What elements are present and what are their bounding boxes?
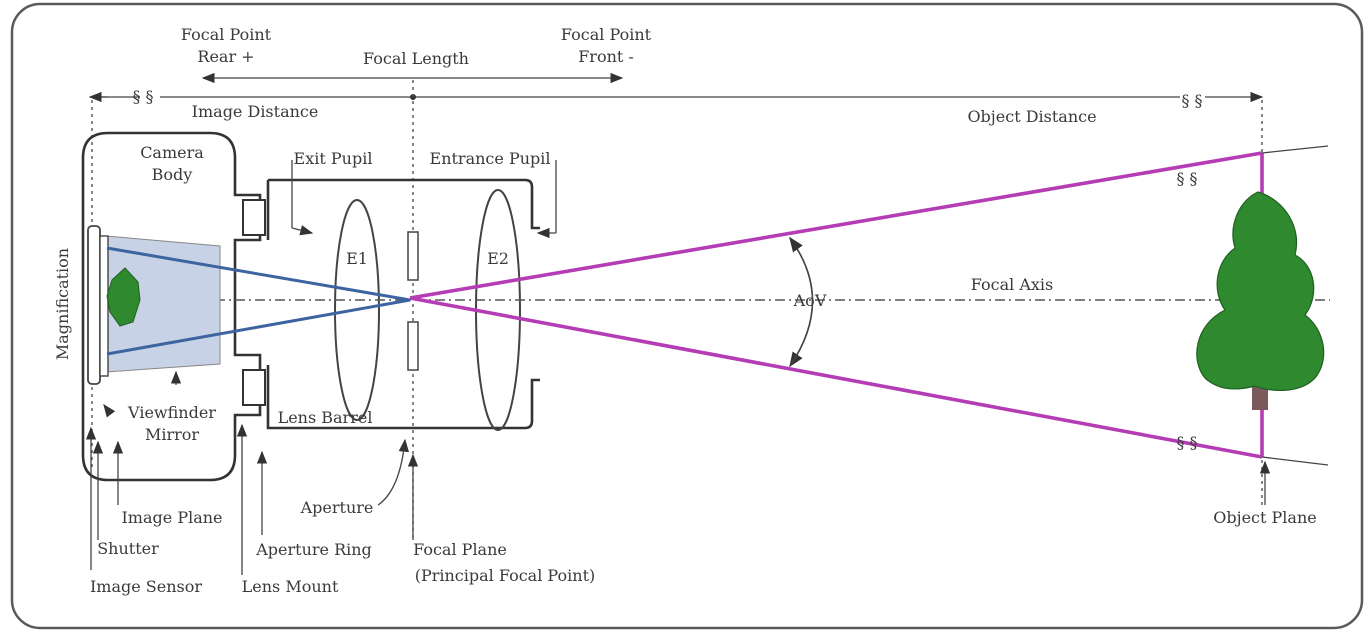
focal-point-front-label-1: Focal Point [561,25,652,44]
e2-label: E2 [487,249,509,268]
entrance-pupil-label: Entrance Pupil [430,149,551,168]
outer-frame [10,2,1364,630]
magnification-label: Magnification [53,248,72,360]
break-mark-upper: § § [1176,169,1197,188]
aperture-label: Aperture [300,498,374,517]
lens-mount-top [242,199,266,236]
camera-body-label-1: Camera [140,143,204,162]
lens-e1 [334,199,380,421]
focal-length-label: Focal Length [363,49,469,68]
focal-plane-label-2: (Principal Focal Point) [415,566,596,585]
focal-point-front-label-2: Front - [578,47,634,66]
object-plane-label: Object Plane [1213,508,1316,527]
focal-point-rear-label-1: Focal Point [181,25,272,44]
ray-lower-sensor [106,298,411,356]
break-mark-lower: § § [1176,433,1197,452]
lens-barrel-bottom [266,365,540,430]
aov-upper-extension [1261,145,1329,154]
object-distance-label: Object Distance [967,107,1096,126]
image-sensor-label: Image Sensor [90,577,202,596]
aov-lower-extension [1261,456,1329,466]
shutter [99,235,109,377]
shutter-label: Shutter [97,539,159,558]
aperture-blade-top [407,231,419,281]
aov-label: AoV [793,291,827,310]
viewfinder-mirror-arrow [103,403,116,418]
camera-body-label-2: Body [152,165,193,184]
ray-upper-sensor [106,246,411,302]
viewfinder-label-2: Mirror [145,425,199,444]
aperture-blade-bottom [407,321,419,371]
lens-mount-label: Lens Mount [242,577,339,596]
image-sensor [87,225,101,385]
image-distance-label: Image Distance [192,102,319,121]
aperture-arrow [377,438,410,506]
e1-label: E1 [346,249,368,268]
lens-barrel-label: Lens Barrel [278,408,373,427]
focal-point-rear-label-2: Rear + [197,47,254,66]
break-mark-left: § § [132,87,153,106]
aov-arc-reverse [789,236,814,367]
aperture-ring-label: Aperture Ring [255,540,372,559]
focal-axis-label: Focal Axis [971,275,1053,294]
lens-barrel-top [268,178,540,230]
lens-mount-bottom [242,369,266,406]
focal-plane-label-1: Focal Plane [413,540,507,559]
tree-image-small [106,267,141,327]
exit-pupil-arrow [291,225,314,236]
exit-pupil-label: Exit Pupil [294,149,373,168]
image-plane-label: Image Plane [121,508,222,527]
tree-object [1196,191,1325,410]
aov-lower-ray [409,296,1263,459]
aov-upper-ray [409,151,1263,300]
break-mark-right: § § [1181,91,1202,110]
viewfinder-label-1: Viewfinder [127,403,216,422]
camera-body [81,131,262,482]
